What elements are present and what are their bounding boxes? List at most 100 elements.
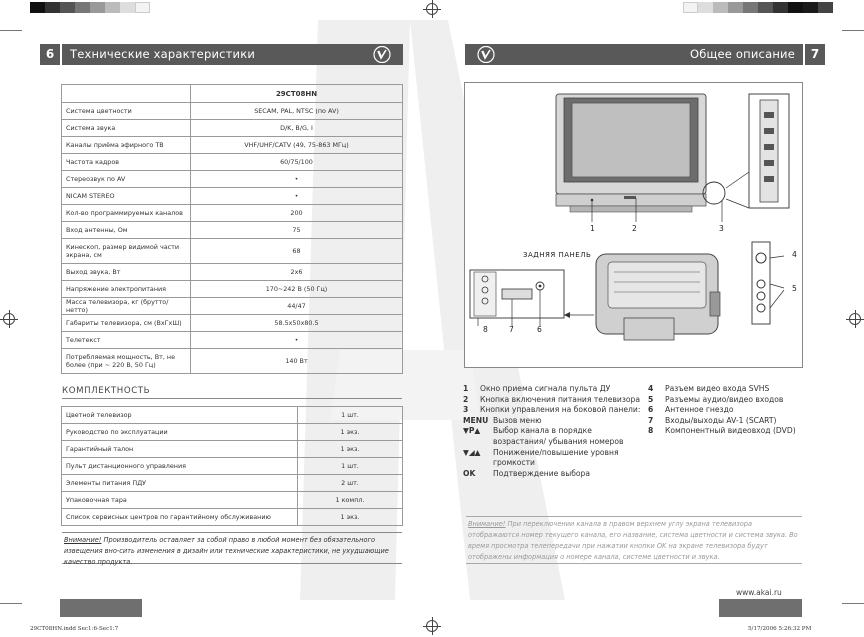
spec-label: Частота кадров [61, 153, 191, 171]
spec-row: NICAM STEREO• [61, 187, 403, 205]
rear-panel-label: ЗАДНЯЯ ПАНЕЛЬ [523, 251, 592, 259]
spec-value: 75 [190, 221, 403, 239]
rear-panel-illustration [469, 269, 594, 319]
kit-rule [62, 398, 402, 399]
website-link[interactable]: www.akai.ru [736, 588, 782, 597]
page-number-right: 7 [805, 44, 825, 65]
legend-text: Понижение/повышение уровня громкости [493, 447, 619, 468]
legend-key: 6 [648, 405, 654, 415]
callout-3: 3 [719, 224, 724, 233]
kit-title: КОМПЛЕКТНОСТЬ [62, 386, 151, 396]
spec-label: Телетекст [61, 331, 191, 349]
spec-label: NICAM STEREO [61, 187, 191, 205]
akai-logo-icon [373, 46, 391, 63]
spec-value: 60/75/100 [190, 153, 403, 171]
note-text-left: Производитель оставляет за собой право в… [64, 536, 389, 566]
spec-row: Габариты телевизора, см (ВхГхШ)58.5x50х8… [61, 314, 403, 332]
legend-item: 6 Антенное гнездо [648, 405, 808, 416]
spec-label: Каналы приёма эфирного ТВ [61, 136, 191, 154]
slug-right: 5/17/2006 5:26:32 PM [748, 626, 812, 632]
spec-value: • [190, 331, 403, 349]
legend-key: OK [463, 468, 476, 478]
legend-item: 4 Разъем видео входа SVHS [648, 384, 808, 395]
crop-mark [842, 603, 864, 604]
legend-text: Входы/выходы AV-1 (SCART) [665, 415, 777, 425]
callout-6: 6 [537, 325, 542, 334]
spec-row: Стереозвук по AV• [61, 170, 403, 188]
kit-qty: 2 шт. [297, 474, 403, 492]
spec-label: Потребляемая мощность, Вт, не более (при… [61, 348, 191, 374]
spec-label: Стереозвук по AV [61, 170, 191, 188]
spec-label: Напряжение электропитания [61, 280, 191, 298]
callout-8: 8 [483, 325, 488, 334]
spec-row: Телетекст• [61, 331, 403, 349]
slug-left: 29CT08HN.indd Sec1:6-Sec1:7 [30, 626, 119, 632]
kit-item: Элементы питания ПДУ [61, 474, 298, 492]
kit-item: Гарантийный талон [61, 440, 298, 458]
spec-value: D/K, B/G, I [190, 119, 403, 137]
left-note: Внимание! Производитель оставляет за соб… [62, 532, 402, 566]
legend-text: Антенное гнездо [665, 405, 734, 415]
legend-key: 3 [463, 405, 469, 415]
note-label-left: Внимание! [64, 536, 102, 544]
kit-item: Руководство по эксплуатации [61, 423, 298, 441]
kit-qty: 1 компл. [297, 491, 403, 509]
spec-value: 68 [190, 238, 403, 264]
legend-text: Разъем видео входа SVHS [665, 384, 770, 393]
spec-label: Кол-во программируемых каналов [61, 204, 191, 222]
crop-mark [0, 603, 22, 604]
spec-header-row: 29CT08HN [61, 84, 403, 103]
kit-qty: 1 экз. [297, 440, 403, 458]
legend-text: Компонентный видеовход (DVD) [665, 426, 796, 436]
tv-diagram [469, 93, 790, 341]
callout-5: 5 [792, 284, 797, 293]
right-page-header: Общее описание [465, 44, 803, 65]
tv-front-illustration [555, 93, 726, 213]
spec-row: Кинескоп, размер видимой части экрана, с… [61, 238, 403, 264]
spec-label: Кинескоп, размер видимой части экрана, с… [61, 238, 191, 264]
spec-value: SECAM, PAL, NTSC (по AV) [190, 102, 403, 120]
legend-item: ▼◢▲Понижение/повышение уровня громкости [463, 448, 643, 469]
legend-key: 7 [648, 415, 654, 425]
crop-mark [842, 30, 864, 31]
kit-qty: 1 шт. [297, 457, 403, 475]
registration-mark [0, 310, 18, 328]
spec-label: Выход звука, Вт [61, 263, 191, 281]
kit-qty: 1 шт. [297, 406, 403, 424]
spec-value: 44/47 [190, 297, 403, 315]
legend-key: MENU [463, 415, 489, 425]
legend-item: 7 Входы/выходы AV-1 (SCART) [648, 416, 808, 427]
spec-label: Система звука [61, 119, 191, 137]
left-page-header: Технические характеристики [62, 44, 403, 65]
registration-mark [846, 310, 864, 328]
spec-value: 2x6 [190, 263, 403, 281]
side-av-panel-illustration [751, 241, 785, 325]
spec-label: Габариты телевизора, см (ВхГхШ) [61, 314, 191, 332]
callout-7: 7 [509, 325, 514, 334]
kit-qty: 1 экз. [297, 423, 403, 441]
legend-key: 4 [648, 384, 654, 393]
spec-model: 29CT08HN [190, 84, 403, 103]
registration-mark [423, 617, 441, 635]
spec-value: • [190, 187, 403, 205]
page-title-right: Общее описание [689, 47, 795, 61]
spec-value: VHF/UHF/CATV (49, 75-863 МГц) [190, 136, 403, 154]
callout-4: 4 [792, 250, 797, 259]
kit-item: Список сервисных центров по гарантийному… [61, 508, 298, 526]
registration-mark [423, 0, 441, 18]
